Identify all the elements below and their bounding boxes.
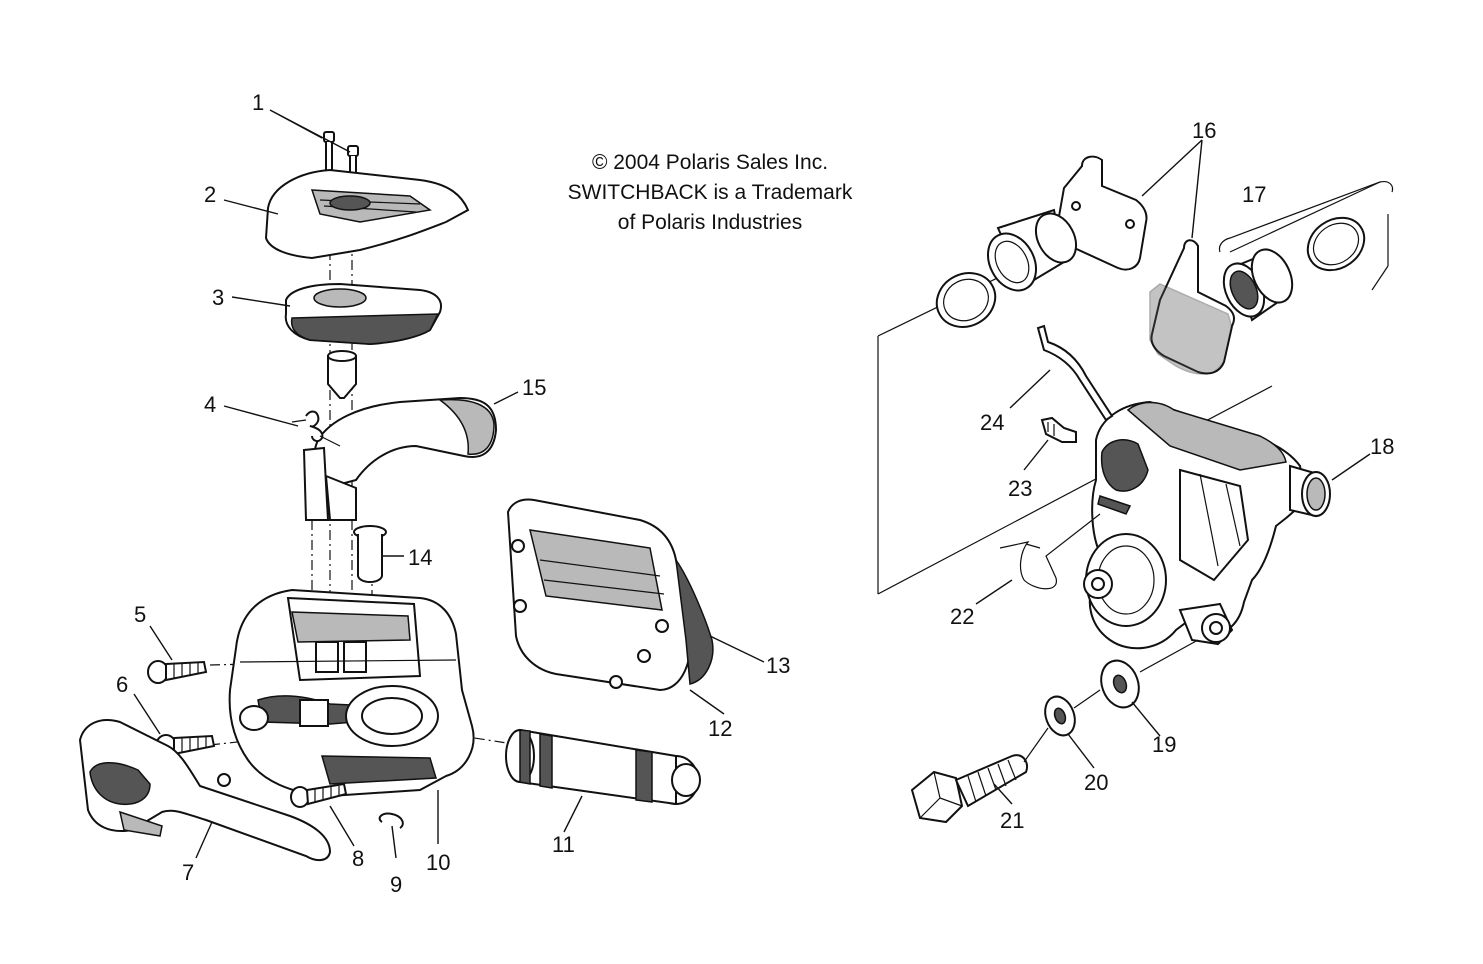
callout-20: 20 (1084, 770, 1108, 795)
part-24-brake-line[interactable] (1036, 324, 1114, 422)
callout-5: 5 (134, 602, 146, 627)
part-5-bolt[interactable] (147, 660, 208, 684)
copyright-notice: © 2004 Polaris Sales Inc. SWITCHBACK is … (540, 148, 880, 238)
part-15-lever-guard[interactable] (302, 396, 498, 521)
callout-8: 8 (352, 846, 364, 871)
part-12-cover-plate[interactable] (506, 498, 692, 692)
part-19-washer[interactable] (1095, 655, 1145, 712)
callout-14: 14 (408, 545, 432, 570)
callout-7: 7 (182, 860, 194, 885)
callout-13: 13 (766, 653, 790, 678)
part-23-bleeder-screw[interactable] (1040, 416, 1077, 443)
callout-6: 6 (116, 672, 128, 697)
part-13-seal-edge[interactable] (675, 559, 714, 685)
trademark-owner-line: of Polaris Industries (617, 211, 803, 234)
part-14-pivot-pin[interactable] (353, 525, 387, 583)
part-4-spring[interactable] (291, 410, 341, 447)
part-8-bolt[interactable] (290, 782, 348, 808)
piston-pin (327, 350, 357, 399)
callout-4: 4 (204, 392, 216, 417)
callout-2: 2 (204, 182, 216, 207)
part-3-diaphragm[interactable] (284, 282, 442, 346)
bolt-axis-line (1023, 639, 1199, 763)
part-2-reservoir-cover[interactable] (264, 168, 470, 260)
part-18-bleeder-cap[interactable] (1289, 464, 1331, 518)
copyright-line: © 2004 Polaris Sales Inc. (591, 151, 829, 174)
callout-labels: 1 2 3 4 5 6 7 8 9 10 11 12 13 14 15 16 1… (116, 90, 1394, 897)
part-17-piston-seal[interactable] (1216, 207, 1374, 323)
callout-24: 24 (980, 410, 1004, 435)
callout-3: 3 (212, 285, 224, 310)
callout-9: 9 (390, 872, 402, 897)
callout-17: 17 (1242, 182, 1266, 207)
callout-11: 11 (552, 832, 575, 857)
callout-1: 1 (252, 90, 264, 115)
caliper-body (1083, 400, 1308, 650)
callout-22: 22 (950, 604, 974, 629)
part-7-brake-lever[interactable] (78, 719, 332, 862)
callout-23: 23 (1008, 476, 1032, 501)
callout-15: 15 (522, 375, 546, 400)
part-16-brake-pad-right[interactable] (1149, 239, 1235, 375)
left-caliper-piston (935, 208, 1078, 328)
callout-19: 19 (1152, 732, 1176, 757)
part-10-master-cylinder-body[interactable] (228, 588, 475, 798)
callout-21: 21 (1000, 808, 1024, 833)
part-9-circlip[interactable] (378, 812, 404, 829)
part-11-piston[interactable] (505, 728, 701, 806)
callout-18: 18 (1370, 434, 1394, 459)
callout-10: 10 (426, 850, 450, 875)
part-22-retaining-pin[interactable] (999, 513, 1101, 590)
part-21-mounting-bolt[interactable] (910, 754, 1028, 824)
part-20-lock-washer[interactable] (1040, 692, 1080, 739)
callout-16: 16 (1192, 118, 1216, 143)
callout-12: 12 (708, 716, 732, 741)
leader-lines (133, 109, 1371, 859)
trademark-line: SWITCHBACK is a Trademark (567, 181, 853, 204)
